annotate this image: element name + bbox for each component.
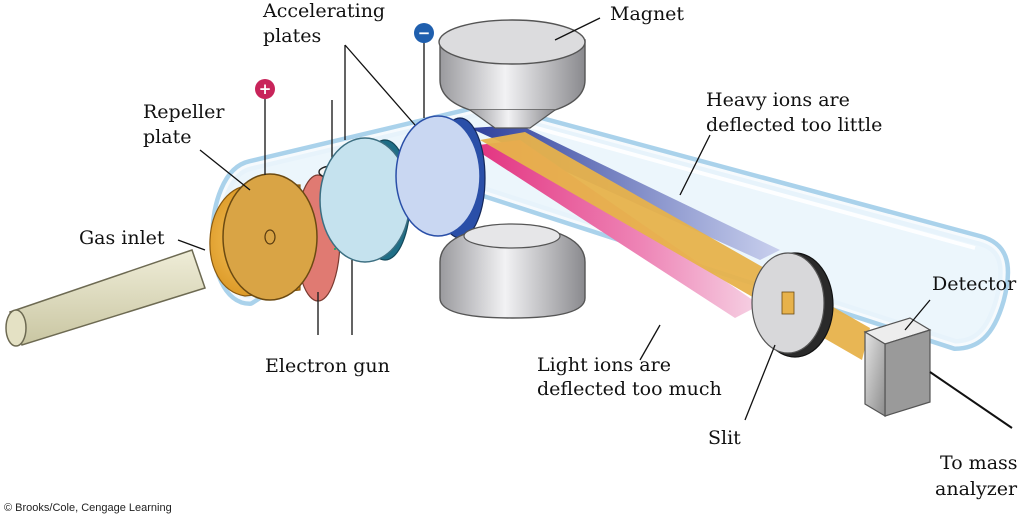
- gas-inlet-label: Gas inlet: [79, 227, 165, 249]
- light-ions-label-line-1: Light ions are: [537, 354, 671, 376]
- slit-plate: [751, 252, 834, 358]
- accelerating-plate-2: [395, 115, 486, 239]
- electron-gun-label: Electron gun: [265, 355, 390, 377]
- copyright-credit: © Brooks/Cole, Cengage Learning: [4, 502, 172, 514]
- accelerating-plates-label-line-2: plates: [263, 25, 321, 47]
- to-mass-analyzer-label-line-2: analyzer: [935, 478, 1018, 500]
- leader-lines: [177, 17, 931, 421]
- positive-terminal: +: [255, 79, 275, 175]
- repeller-plate-label-line-1: Repeller: [143, 101, 225, 123]
- accelerating-plate-1: [319, 137, 411, 263]
- negative-terminal: −: [414, 23, 434, 118]
- gas-inlet-pipe: [5, 249, 206, 347]
- negative-sign: −: [418, 24, 431, 42]
- accelerating-plates-label-line-1: Accelerating: [262, 0, 385, 22]
- to-mass-analyzer-label-line-1: To mass: [940, 452, 1018, 474]
- detector: [863, 317, 1013, 429]
- magnet-lower-pole: [439, 223, 586, 319]
- heavy-ions-label-line-2: deflected too little: [706, 114, 882, 136]
- magnet-upper-pole: [438, 19, 586, 129]
- repeller-plate-label-line-2: plate: [143, 126, 191, 148]
- magnet: [438, 19, 586, 319]
- heavy-ions-label-line-1: Heavy ions are: [706, 89, 850, 111]
- labels: Accelerating plates Magnet Repeller plat…: [4, 0, 1018, 514]
- positive-sign: +: [259, 80, 272, 98]
- slit-label: Slit: [708, 427, 741, 449]
- detector-label: Detector: [932, 273, 1017, 295]
- light-ions-label-line-2: deflected too much: [537, 378, 722, 400]
- magnet-label: Magnet: [610, 3, 684, 25]
- light-ion-beam: [470, 140, 760, 318]
